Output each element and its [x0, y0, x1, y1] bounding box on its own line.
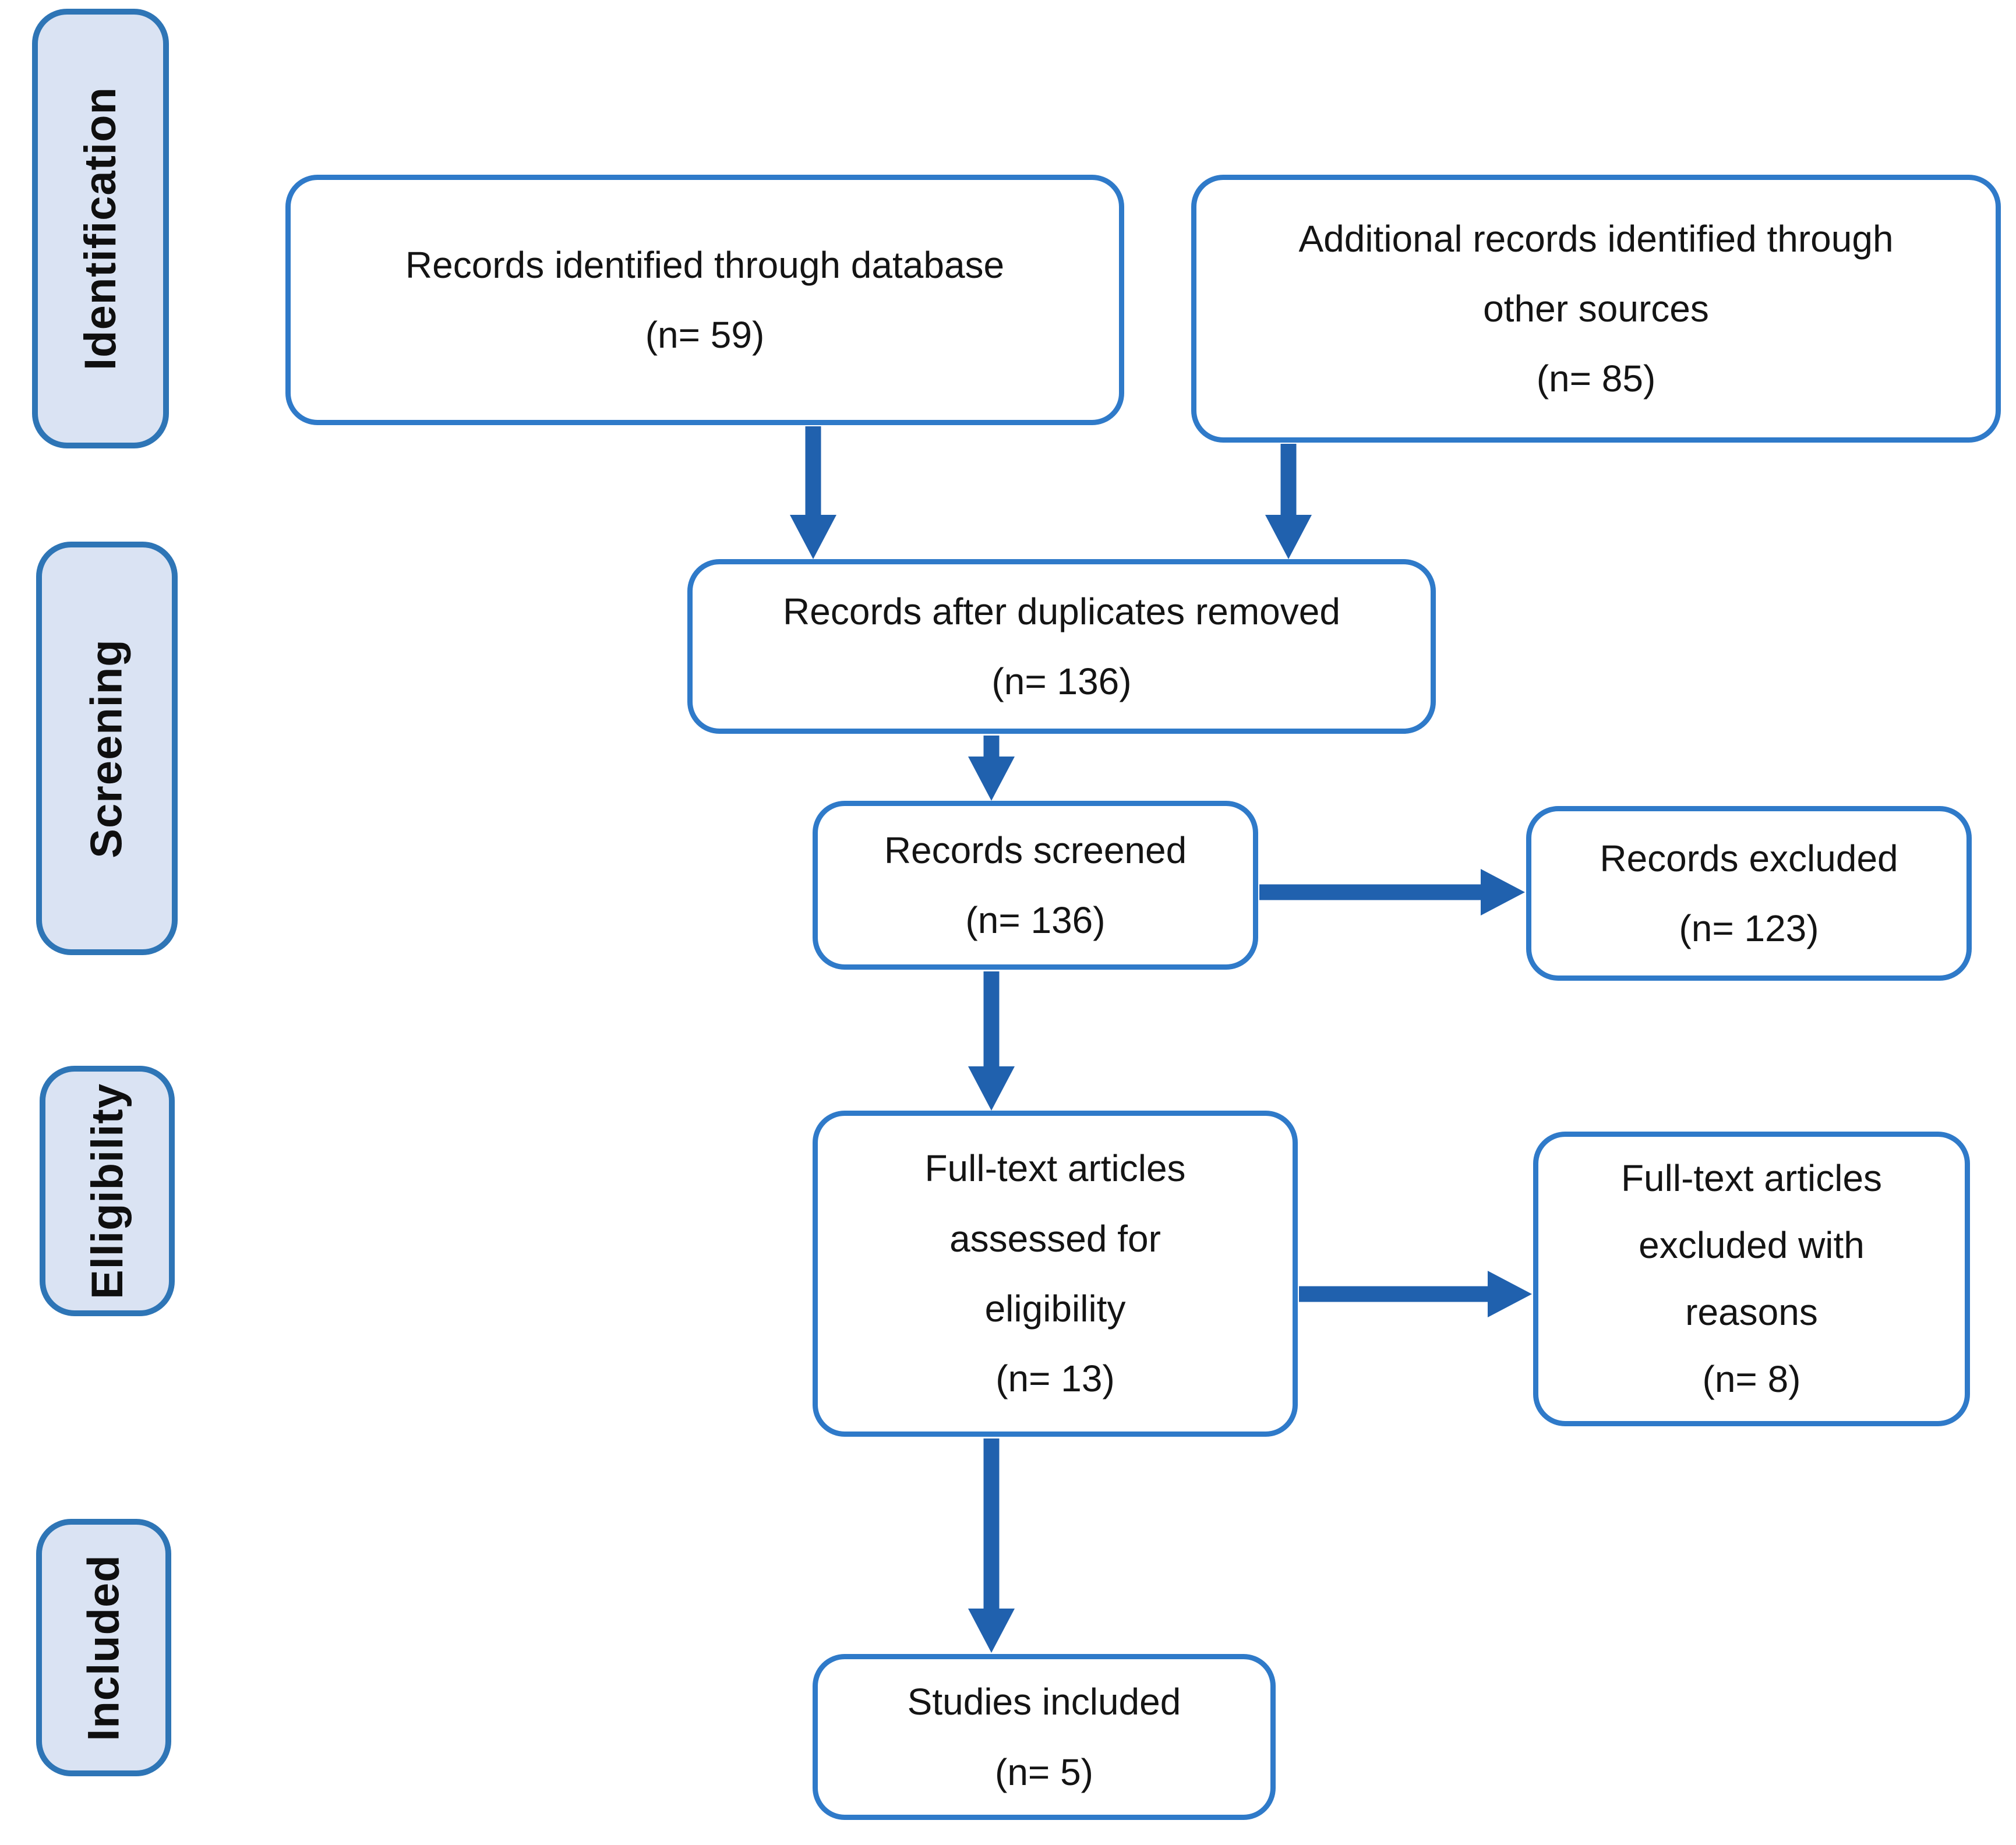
arrow-identified-to-deduplicated	[790, 426, 836, 559]
arrow-shaft	[1280, 444, 1297, 519]
box-text-line: Studies included	[907, 1681, 1181, 1723]
box-additional-records: Additional records identified through ot…	[1191, 175, 2001, 443]
arrow-fulltext-to-excluded	[1299, 1271, 1532, 1317]
box-text-line: Records after duplicates removed	[783, 590, 1340, 632]
box-count-line: (n= 85)	[1536, 358, 1656, 400]
box-text-line: excluded with	[1639, 1224, 1865, 1266]
stage-identification-label: Identification	[76, 87, 126, 370]
box-text-line: Full-text articles	[924, 1147, 1186, 1190]
stage-included-label: Included	[79, 1554, 129, 1741]
box-text-line: Records identified through database	[405, 243, 1005, 286]
box-count-line: (n= 59)	[645, 314, 765, 356]
stage-included: Included	[36, 1519, 171, 1776]
arrow-head-down-icon	[790, 515, 836, 559]
box-duplicates-removed: Records after duplicates removed (n= 136…	[687, 559, 1436, 734]
arrow-screened-to-fulltext	[968, 971, 1015, 1111]
arrow-head-down-icon	[968, 1609, 1015, 1653]
box-studies-included: Studies included (n= 5)	[813, 1654, 1276, 1820]
arrow-shaft	[983, 1438, 1000, 1613]
box-text-line: Records screened	[884, 829, 1187, 871]
arrow-head-down-icon	[1265, 515, 1312, 559]
box-count-line: (n= 13)	[995, 1358, 1115, 1400]
box-text-line: reasons	[1685, 1291, 1818, 1333]
stage-screening: Screening	[36, 542, 178, 955]
box-records-identified: Records identified through database (n= …	[285, 175, 1124, 425]
box-text-line: Additional records identified through	[1298, 217, 1894, 260]
box-fulltext-excluded: Full-text articles excluded with reasons…	[1533, 1132, 1970, 1426]
arrow-shaft	[1299, 1286, 1492, 1302]
box-text-line: assessed for	[949, 1217, 1161, 1260]
arrow-additional-to-deduplicated	[1265, 444, 1312, 559]
arrow-head-down-icon	[968, 1066, 1015, 1111]
box-count-line: (n= 136)	[965, 899, 1106, 941]
box-fulltext-assessed: Full-text articles assessed for eligibil…	[813, 1111, 1298, 1437]
arrow-fulltext-to-included	[968, 1438, 1015, 1653]
arrow-deduplicated-to-screened	[968, 736, 1015, 801]
box-records-excluded: Records excluded (n= 123)	[1526, 806, 1972, 981]
arrow-head-right-icon	[1481, 869, 1525, 916]
box-count-line: (n= 5)	[995, 1751, 1093, 1793]
box-text-line: Records excluded	[1600, 837, 1898, 879]
box-count-line: (n= 8)	[1702, 1358, 1801, 1401]
arrow-head-down-icon	[968, 757, 1015, 801]
box-text-line: other sources	[1483, 287, 1709, 330]
box-records-screened: Records screened (n= 136)	[813, 801, 1258, 970]
arrow-shaft	[983, 971, 1000, 1071]
box-count-line: (n= 123)	[1679, 907, 1819, 949]
box-text-line: eligibility	[984, 1288, 1126, 1330]
arrow-screened-to-excluded	[1259, 869, 1525, 916]
stage-screening-label: Screening	[82, 638, 132, 858]
stage-eligibility-label: Elligibility	[82, 1083, 132, 1299]
stage-eligibility: Elligibility	[40, 1066, 175, 1316]
stage-identification: Identification	[32, 9, 169, 448]
arrow-shaft	[1259, 884, 1485, 900]
box-text-line: Full-text articles	[1620, 1157, 1883, 1199]
arrow-head-right-icon	[1488, 1271, 1532, 1317]
box-count-line: (n= 136)	[991, 660, 1132, 702]
arrow-shaft	[805, 426, 821, 519]
